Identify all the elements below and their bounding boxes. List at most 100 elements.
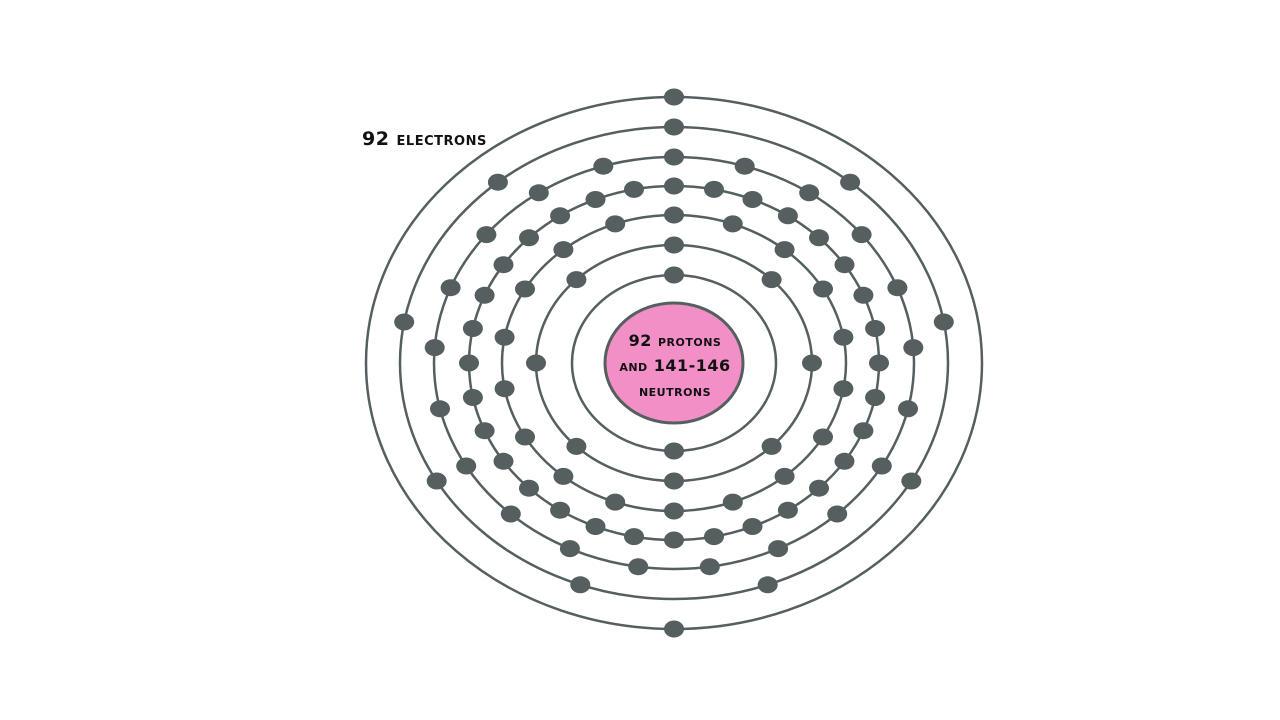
electron xyxy=(519,229,539,247)
electron xyxy=(827,505,848,523)
electron xyxy=(813,280,833,298)
electron xyxy=(664,236,684,254)
electron xyxy=(519,479,539,497)
electron xyxy=(869,354,889,372)
electron xyxy=(462,320,483,337)
electron xyxy=(605,215,626,233)
electron xyxy=(664,502,684,520)
electron xyxy=(528,184,549,202)
electron xyxy=(424,339,445,357)
electron xyxy=(664,472,684,490)
electron xyxy=(553,241,574,259)
electron xyxy=(456,457,477,475)
electron xyxy=(474,286,495,304)
electron xyxy=(833,380,854,398)
electron xyxy=(559,540,580,558)
electron xyxy=(526,354,546,372)
electron xyxy=(903,339,924,357)
electron xyxy=(624,528,644,546)
electron xyxy=(865,320,886,337)
electron xyxy=(799,184,820,202)
electrons xyxy=(394,88,954,638)
electron xyxy=(664,118,684,136)
electron xyxy=(628,558,649,576)
electron xyxy=(664,206,684,224)
nucleus-label-line-3: neutrons xyxy=(638,381,712,400)
electron xyxy=(834,256,855,274)
electron xyxy=(777,207,798,225)
electron xyxy=(768,540,789,558)
electron xyxy=(802,354,822,372)
electron xyxy=(840,173,861,191)
electron xyxy=(605,493,626,511)
electron xyxy=(704,528,724,546)
electron xyxy=(761,437,782,455)
electron xyxy=(933,313,954,331)
electron xyxy=(515,280,535,298)
electron xyxy=(493,256,514,274)
electron xyxy=(887,279,908,297)
electron xyxy=(761,271,782,289)
electron xyxy=(476,226,497,244)
electron xyxy=(550,501,571,519)
nucleus-label-line-2: and 141-146 xyxy=(619,356,731,375)
electron xyxy=(774,467,795,485)
nucleus-label: 92 protons and 141-146 neutrons xyxy=(605,328,745,403)
electron xyxy=(426,472,447,490)
electron xyxy=(742,518,763,535)
electron xyxy=(722,493,743,511)
electron xyxy=(757,576,778,594)
electron xyxy=(664,531,684,549)
electron xyxy=(585,518,606,535)
electron xyxy=(901,472,922,490)
electron xyxy=(624,180,644,198)
electron xyxy=(809,229,829,247)
nucleus-label-line-1: 92 protons xyxy=(628,331,722,350)
electron xyxy=(898,400,918,418)
electron xyxy=(851,226,872,244)
electron xyxy=(394,313,415,331)
electron xyxy=(853,422,874,440)
electron xyxy=(566,271,587,289)
electron xyxy=(593,157,614,175)
electron xyxy=(440,279,461,297)
electron xyxy=(459,354,479,372)
electron xyxy=(664,88,684,106)
electron xyxy=(813,428,833,446)
electron xyxy=(734,157,755,175)
electron xyxy=(570,576,591,594)
electron xyxy=(550,207,571,225)
electron xyxy=(462,389,483,406)
electron xyxy=(664,148,684,166)
electron xyxy=(664,442,684,460)
electron xyxy=(487,173,508,191)
electron xyxy=(474,422,495,440)
electron xyxy=(834,452,855,470)
electron xyxy=(809,479,829,497)
electron xyxy=(493,452,514,470)
electron xyxy=(664,266,684,284)
electron xyxy=(865,389,886,406)
electron xyxy=(742,191,763,208)
electron xyxy=(566,437,587,455)
electron xyxy=(722,215,743,233)
electron xyxy=(515,428,535,446)
electron xyxy=(500,505,521,523)
electron xyxy=(664,177,684,195)
electron xyxy=(494,380,515,398)
nucleus xyxy=(603,301,745,425)
electron xyxy=(774,241,795,259)
electron xyxy=(494,328,515,346)
electron xyxy=(853,286,874,304)
electron-count-label: 92 electrons xyxy=(362,128,487,150)
electron xyxy=(430,400,450,418)
electron xyxy=(833,328,854,346)
electron xyxy=(704,180,724,198)
electron xyxy=(664,620,684,638)
electron xyxy=(699,558,720,576)
electron xyxy=(777,501,798,519)
electron xyxy=(553,467,574,485)
electron xyxy=(871,457,892,475)
electron xyxy=(585,191,606,208)
